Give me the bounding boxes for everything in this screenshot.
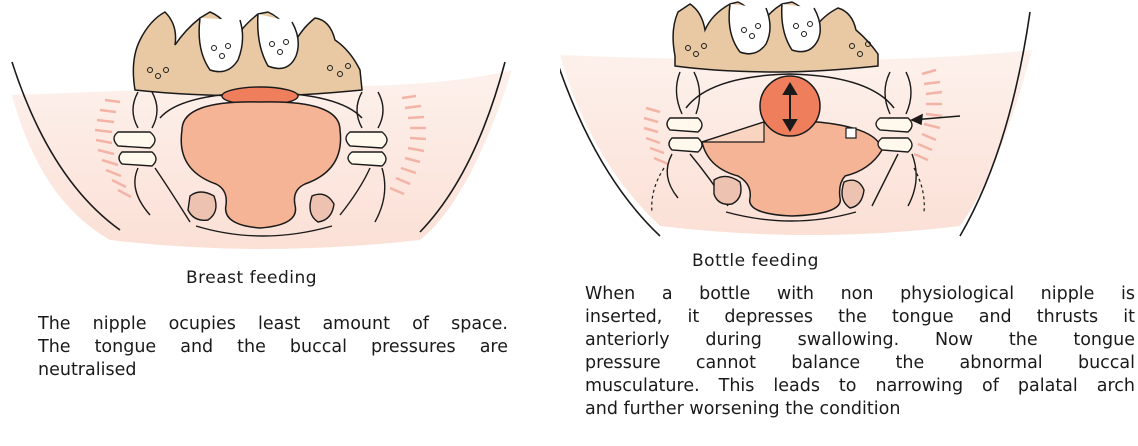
description-line: and further worsening the condition xyxy=(585,398,1135,421)
maxilla-bone xyxy=(673,2,878,72)
description-line: anteriorly during swallowing. Now the to… xyxy=(585,329,1135,352)
bottle-feeding-diagram xyxy=(560,0,1138,250)
tongue-marker xyxy=(846,128,856,138)
bottle-feeding-caption: Bottle feeding xyxy=(692,251,819,271)
breast-feeding-panel: Breast feeding The nipple ocupies least … xyxy=(0,0,560,446)
maxilla-bone xyxy=(133,12,362,96)
description-line: The tongue and the buccal pressures are xyxy=(38,336,508,359)
bottle-feeding-description: When a bottle with non physiological nip… xyxy=(585,283,1135,421)
description-line: musculature. This leads to narrowing of … xyxy=(585,375,1135,398)
description-line: The nipple ocupies least amount of space… xyxy=(38,313,508,336)
breast-feeding-diagram xyxy=(0,0,560,260)
breast-feeding-description: The nipple ocupies least amount of space… xyxy=(38,313,508,382)
description-line: pressure cannot balance the abnormal buc… xyxy=(585,352,1135,375)
description-line: When a bottle with non physiological nip… xyxy=(585,283,1135,306)
breast-feeding-caption: Breast feeding xyxy=(186,268,317,288)
bottle-feeding-panel: Bottle feeding When a bottle with non ph… xyxy=(560,0,1138,446)
description-line: neutralised xyxy=(38,359,508,382)
description-line: inserted, it depresses the tongue and th… xyxy=(585,306,1135,329)
